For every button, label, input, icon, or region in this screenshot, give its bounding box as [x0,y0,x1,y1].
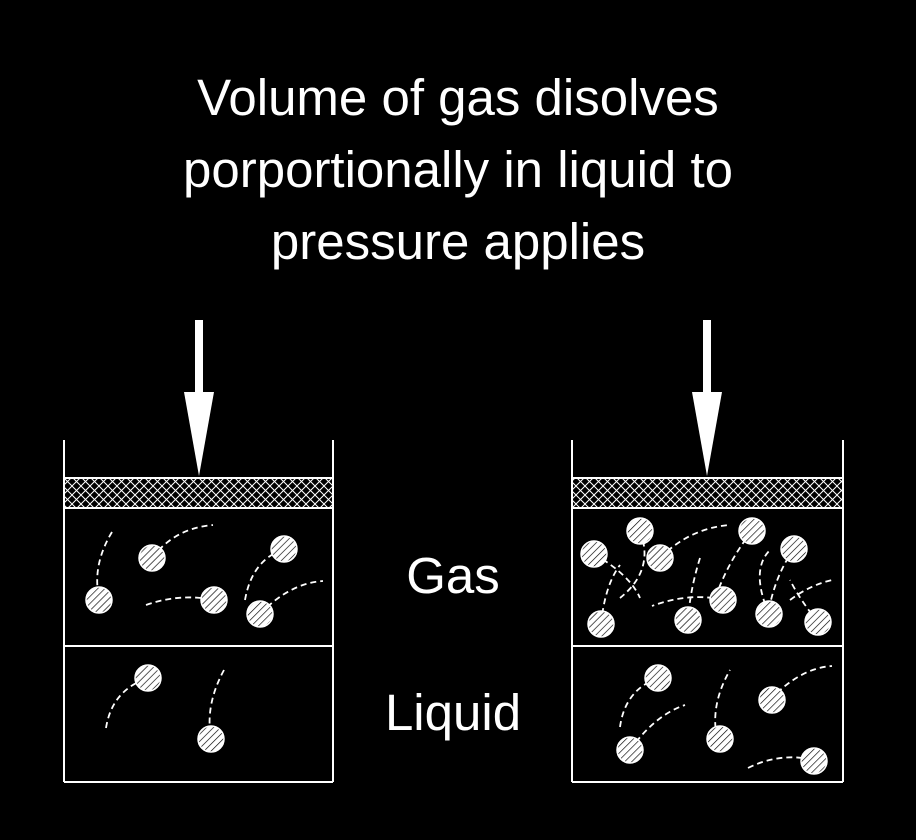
liquid-molecule [758,686,786,714]
piston-left [63,477,334,509]
pressure-arrow-left [184,320,214,476]
gas-molecule [200,586,228,614]
gas-label: Gas [406,547,500,604]
pressure-arrow-right [692,320,722,476]
gas-molecule [738,517,766,545]
gas-molecule [780,535,808,563]
gas-molecule [755,600,783,628]
gas-molecule [626,517,654,545]
gas-molecule [270,535,298,563]
gas-molecule [804,608,832,636]
liquid-molecule [197,725,225,753]
liquid-label: Liquid [384,684,522,741]
gas-molecule [246,600,274,628]
gas-molecule [646,544,674,572]
liquid-molecule [616,736,644,764]
diagram-title: Volume of gas disolves porportionally in… [0,62,916,278]
gas-molecule [587,610,615,638]
liquid-molecule [644,664,672,692]
title-line-3: pressure applies [270,213,646,270]
gas-molecule [580,540,608,568]
gas-molecule [85,586,113,614]
gas-molecule [674,606,702,634]
title-line-1: Volume of gas disolves [197,69,719,126]
molecules [85,517,832,775]
gas-molecule [709,586,737,614]
piston-right [571,477,844,509]
title-line-2: porportionally in liquid to [183,141,733,198]
liquid-molecule [800,747,828,775]
liquid-molecule [706,725,734,753]
liquid-molecule [134,664,162,692]
gas-molecule [138,544,166,572]
